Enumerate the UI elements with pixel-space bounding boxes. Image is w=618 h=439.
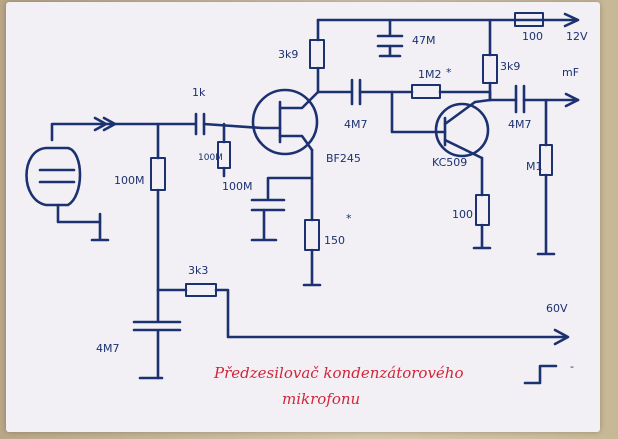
label-r-out: M1 — [526, 160, 543, 173]
label-bjt: KC509 — [432, 156, 467, 169]
resistor-100-emitter — [475, 194, 490, 226]
jfet-circle — [251, 88, 319, 156]
base-wire — [390, 90, 447, 134]
resistor-3k9-collector — [482, 54, 498, 84]
label-r-gate2: 100M — [222, 180, 253, 193]
label-r-feedback: 1M2 — [418, 68, 442, 81]
label-r-source-mark: * — [346, 212, 352, 225]
mic-ground — [90, 212, 110, 242]
hv-wire — [214, 288, 567, 339]
out-arrow — [564, 92, 580, 108]
label-r-bias: 3k3 — [188, 264, 208, 277]
jfet-source — [278, 134, 314, 152]
label-r-source: 150 — [324, 234, 345, 247]
title-line-2: mikrofonu — [282, 390, 360, 408]
resistor-150-source — [304, 219, 320, 251]
jfet-drain — [278, 90, 320, 110]
label-out: mF — [562, 66, 579, 79]
source-cap-ground — [250, 208, 278, 242]
paper-sheet — [6, 2, 600, 432]
hv-arrow — [553, 328, 570, 346]
source-ground — [302, 248, 322, 287]
out-ground — [536, 173, 556, 256]
label-r-gate: 100M — [198, 153, 223, 163]
microphone-plates — [38, 168, 76, 184]
legend-ground-symbol — [523, 364, 558, 385]
resistor-100m-mic — [150, 157, 166, 191]
label-v-bias: 60V — [546, 302, 568, 315]
label-c-src: 4M7 — [344, 118, 368, 131]
supply-arrow — [563, 12, 580, 28]
bjt-collector — [443, 98, 492, 126]
source-cap-wire — [266, 176, 314, 200]
title-line-1: Předzesilovač kondenzátorového — [213, 364, 464, 382]
cap-4m7-source — [250, 198, 286, 212]
mic-bottom-wire — [56, 203, 102, 224]
label-r-feedback-mark: * — [446, 66, 452, 79]
label-v-supply: 12V — [566, 30, 588, 43]
input-arrow — [93, 116, 117, 132]
emitter-ground — [472, 223, 492, 250]
bjt-emitter — [443, 138, 484, 160]
label-r-supply: 100 — [522, 30, 543, 43]
label-r-top: 3k9 — [278, 48, 298, 61]
label-r-q2: 3k9 — [500, 60, 520, 73]
resistor-100-supply — [514, 12, 544, 27]
label-c-in: 1k — [192, 86, 206, 99]
gate-wire — [202, 122, 264, 130]
label-jfet: BF245 — [326, 152, 361, 165]
label-r-emit: 100 — [452, 208, 473, 221]
cap-4m7-bias — [132, 288, 182, 380]
cap-4m7-out — [514, 84, 526, 114]
label-c-out: 4M7 — [508, 118, 532, 131]
mic-top-wire — [50, 122, 197, 142]
feedback-wire — [438, 90, 492, 102]
label-c-top: 47M — [412, 34, 436, 47]
label-c-bias: 4M7 — [96, 342, 120, 355]
label-gnd-sym: - — [570, 360, 574, 373]
microphone-body — [25, 146, 82, 207]
bjt-circle — [434, 102, 490, 158]
resistor-3k9-drain — [309, 39, 325, 69]
label-r-mic: 100M — [114, 174, 145, 187]
cap-47m-ground — [378, 44, 402, 58]
resistor-3k3 — [185, 283, 217, 297]
resistor-1m2-feedback — [411, 84, 441, 99]
